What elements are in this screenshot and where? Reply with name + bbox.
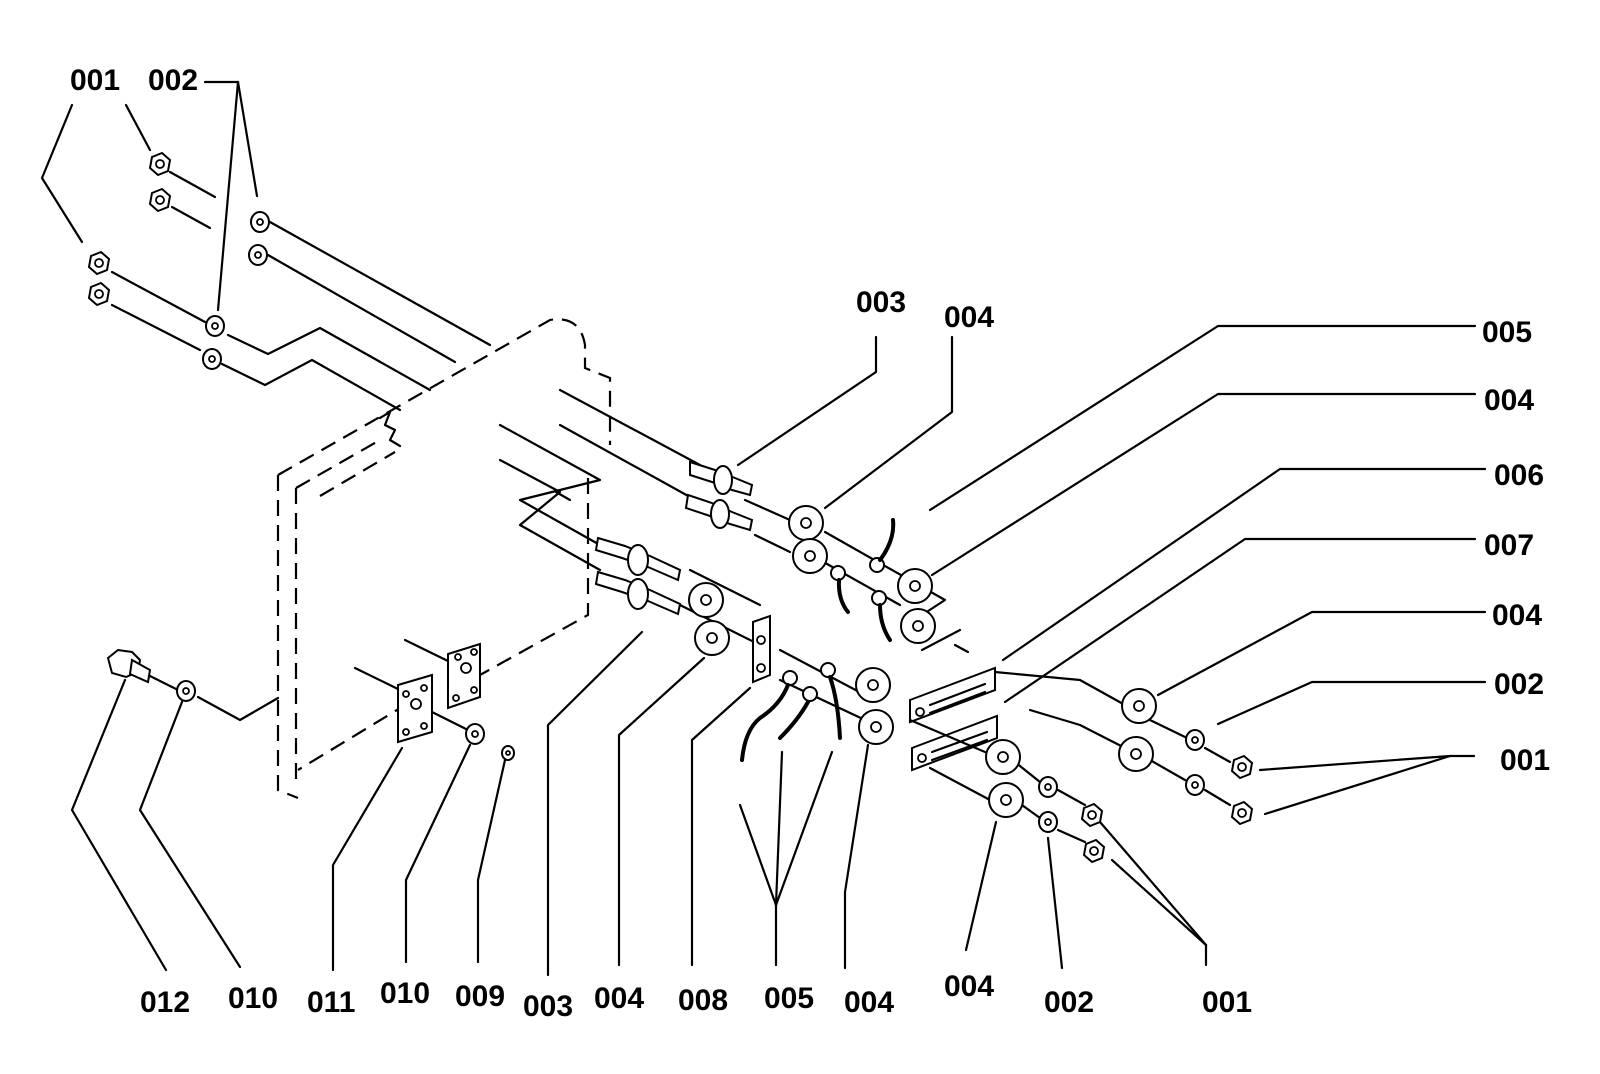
part-labels: 001 002 003 004 005 004 006 007 004 002 … xyxy=(70,64,1550,1023)
label-005-right: 005 xyxy=(1482,316,1532,349)
label-004-right-lower: 004 xyxy=(1492,599,1542,632)
label-001-top-left: 001 xyxy=(70,64,120,97)
nut xyxy=(148,151,172,177)
label-001-bottom: 001 xyxy=(1202,986,1252,1019)
top-left-hardware xyxy=(40,80,492,412)
label-012-bottom: 012 xyxy=(140,986,190,1019)
label-004-bottom-b: 004 xyxy=(844,986,894,1019)
washer xyxy=(250,211,270,233)
label-010-bottom: 010 xyxy=(380,977,430,1010)
washer xyxy=(205,315,225,337)
nut xyxy=(87,250,111,276)
label-004-right-upper: 004 xyxy=(1484,384,1534,417)
lower-feedthrough-assemblies xyxy=(498,423,894,762)
label-006-right: 006 xyxy=(1494,459,1544,492)
label-003-bottom: 003 xyxy=(523,990,573,1023)
right-side-hardware xyxy=(908,670,1254,864)
nut xyxy=(148,187,172,213)
label-004-bottom-a: 004 xyxy=(594,982,644,1015)
label-010-bottom-left: 010 xyxy=(228,982,278,1015)
label-004-top: 004 xyxy=(944,301,994,334)
label-003-top: 003 xyxy=(856,286,906,319)
label-009-bottom: 009 xyxy=(455,980,505,1013)
nut xyxy=(87,281,111,307)
leader-lines xyxy=(70,324,1487,977)
washer xyxy=(202,348,222,370)
label-002-right: 002 xyxy=(1494,668,1544,701)
label-005-bottom: 005 xyxy=(764,982,814,1015)
bottom-left-hardware xyxy=(106,638,515,761)
label-004-bottom-c: 004 xyxy=(944,970,994,1003)
upper-feedthrough-assemblies xyxy=(558,388,970,654)
label-002-bottom: 002 xyxy=(1044,986,1094,1019)
label-011-bottom: 011 xyxy=(307,986,355,1019)
washer xyxy=(248,244,268,266)
label-001-right: 001 xyxy=(1500,744,1550,777)
terminal-blocks xyxy=(909,666,998,772)
label-002-top-left: 002 xyxy=(148,64,198,97)
label-007-right: 007 xyxy=(1484,529,1534,562)
label-008-bottom: 008 xyxy=(678,984,728,1017)
